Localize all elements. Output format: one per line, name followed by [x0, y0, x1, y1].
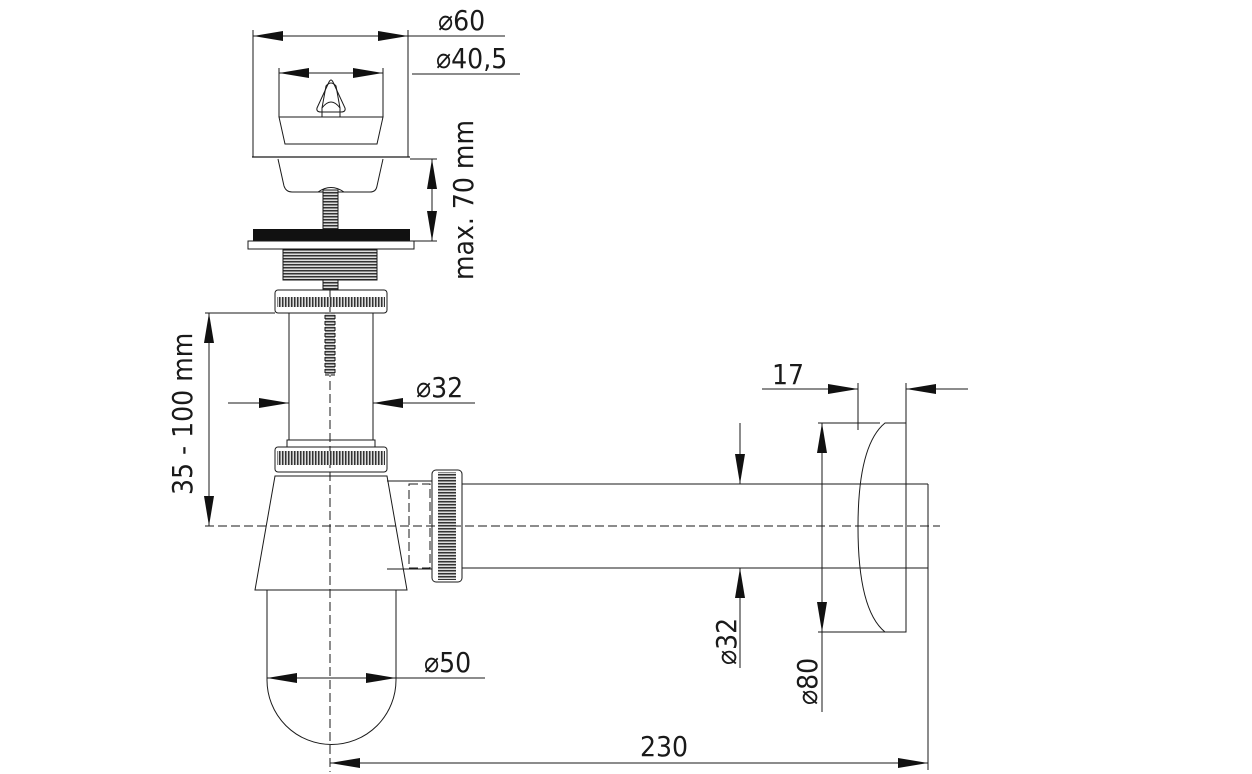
label-flange-diameter: ⌀60	[438, 4, 485, 37]
trap-cup	[266, 590, 397, 745]
screw-lower	[322, 279, 339, 291]
trap-cone	[254, 475, 408, 591]
screw-head	[317, 187, 345, 193]
vertical-pipe	[286, 312, 376, 448]
label-max-height: max. 70 mm	[447, 120, 480, 280]
label-rosette-diameter: ⌀80	[791, 658, 824, 705]
label-outlet-diameter: ⌀32	[710, 618, 743, 665]
wall-rosette	[857, 422, 907, 633]
label-cup-diameter: ⌀50	[424, 646, 471, 679]
outlet-connector	[387, 469, 463, 583]
trap-nut	[274, 446, 388, 473]
gasket	[253, 229, 410, 241]
label-wall-flange: 17	[772, 358, 804, 391]
washer-plate	[247, 240, 415, 250]
label-adjust-range: 35 - 100 mm	[166, 333, 199, 495]
dim-stopper	[279, 68, 520, 78]
dim-outlet-length	[330, 568, 929, 770]
dim-adjust-range	[204, 312, 275, 526]
dim-rosette-diameter	[817, 422, 885, 712]
dim-wall-flange	[762, 383, 968, 430]
strainer-flange	[252, 30, 410, 158]
screw	[322, 189, 339, 231]
label-pipe-diameter: ⌀32	[416, 371, 463, 404]
outlet-pipe	[462, 483, 929, 569]
label-stopper-diameter: ⌀40,5	[436, 42, 507, 75]
stopper	[278, 79, 384, 145]
dim-max-height	[410, 158, 437, 242]
label-outlet-length: 230	[640, 730, 688, 763]
thread	[282, 249, 378, 281]
top-nut	[274, 289, 388, 314]
